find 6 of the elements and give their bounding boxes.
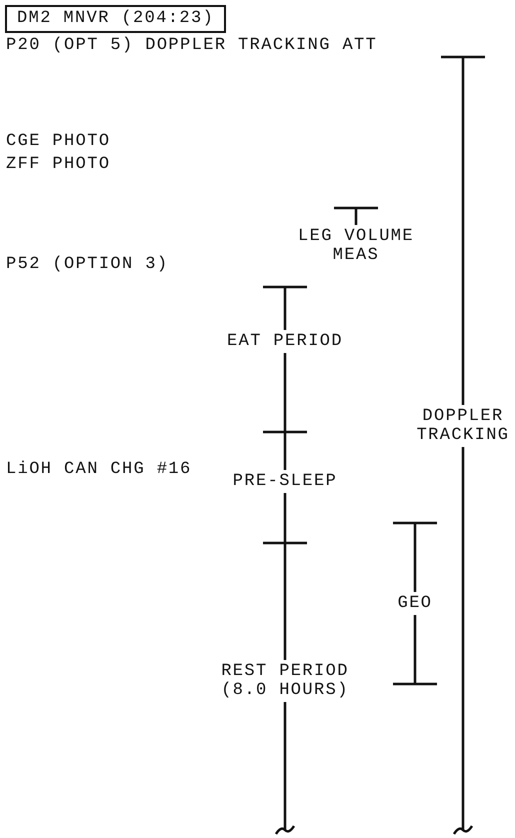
activity-label: P20 (OPT 5) DOPPLER TRACKING ATT [6,36,378,55]
activity-label: ZFF PHOTO [6,155,110,174]
boxed-label: DM2 MNVR (204:23) [5,5,226,33]
activity-label: LiOH CAN CHG #16 [6,460,192,479]
activity-label: CGE PHOTO [6,132,110,151]
activity-label: P52 (OPTION 3) [6,255,168,274]
